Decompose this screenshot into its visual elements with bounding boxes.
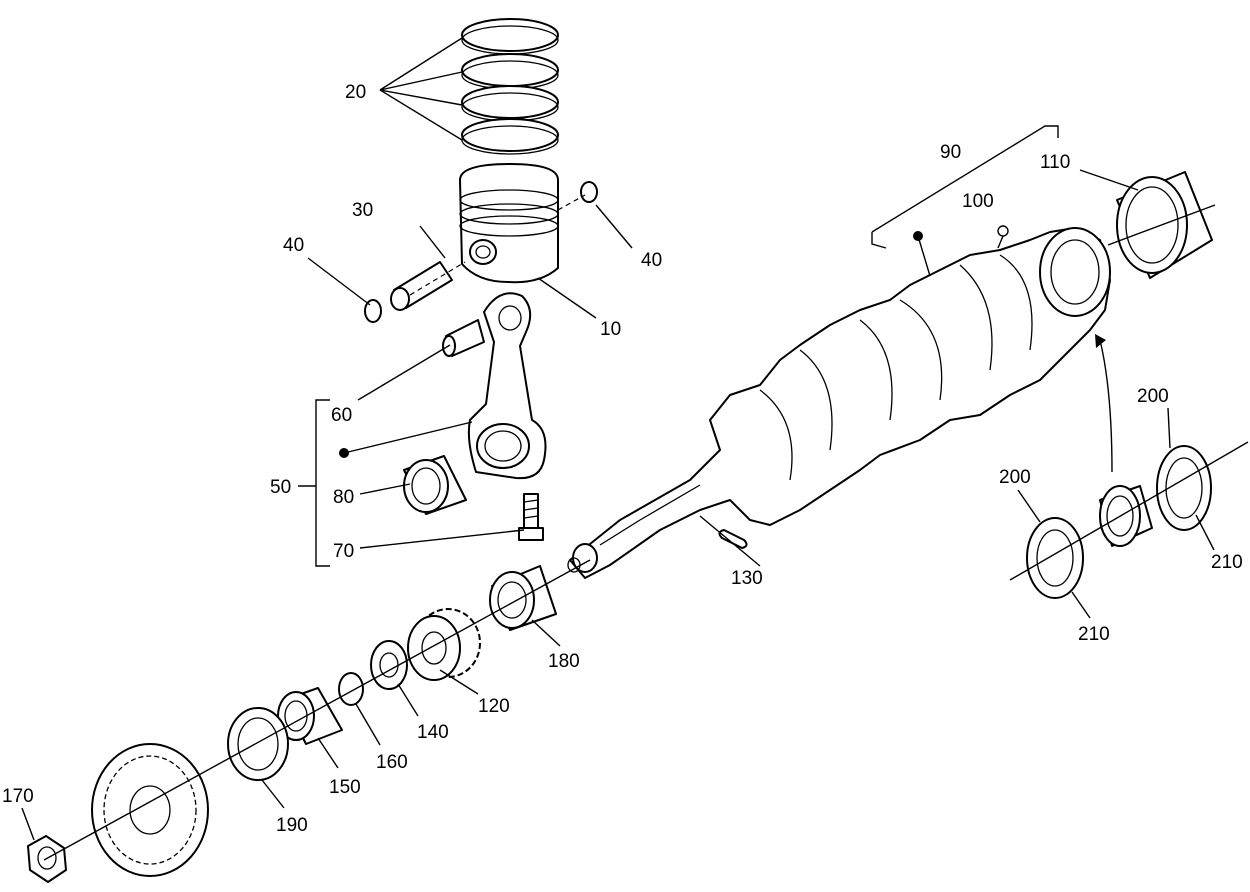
callout-70: 70 [333, 541, 354, 562]
callout-100: 100 [962, 191, 994, 212]
hollow-dot [997, 225, 1009, 237]
callout-10: 10 [600, 319, 621, 340]
connecting-rod-bolt [518, 493, 544, 541]
crankshaft [567, 227, 1111, 579]
callout-90: 90 [940, 142, 961, 163]
front-main-bearing [489, 565, 557, 631]
woodruff-key [718, 529, 748, 549]
callout-180: 180 [548, 651, 580, 672]
callout-110: 110 [1040, 152, 1070, 173]
callout-160: 160 [376, 752, 408, 773]
callout-40-left: 40 [283, 235, 304, 256]
thrust-washer-front [370, 640, 408, 690]
small-end-bushing [442, 319, 485, 357]
rod-bearing-shell [403, 455, 467, 515]
callout-210-left: 210 [1078, 624, 1110, 645]
callout-30: 30 [352, 200, 373, 221]
callout-200-left: 200 [999, 467, 1031, 488]
callout-200-right: 200 [1137, 386, 1169, 407]
callout-50: 50 [270, 477, 291, 498]
callout-210-right: 210 [1211, 552, 1243, 573]
callout-190: 190 [276, 815, 308, 836]
o-ring [338, 672, 364, 706]
connecting-rod [467, 292, 547, 480]
callout-80: 80 [333, 487, 354, 508]
callout-40-right: 40 [641, 250, 662, 271]
crankshaft-gear [407, 608, 481, 681]
piston-pin [390, 261, 453, 311]
spacer-sleeve [277, 687, 343, 745]
callout-120: 120 [478, 696, 510, 717]
circlip-right [580, 181, 598, 203]
callout-130: 130 [731, 568, 763, 589]
circlip-left [364, 299, 382, 323]
callout-170: 170 [2, 786, 34, 807]
thrust-bearing-assembly [1026, 445, 1212, 599]
rear-main-bearing [1116, 171, 1213, 279]
callout-140: 140 [417, 722, 449, 743]
callout-150: 150 [329, 777, 361, 798]
callout-20: 20 [345, 82, 366, 103]
crankshaft-pulley [91, 743, 209, 877]
callout-60: 60 [331, 405, 352, 426]
piston-rings [461, 18, 559, 155]
piston [459, 163, 559, 284]
front-oil-seal [227, 707, 289, 781]
